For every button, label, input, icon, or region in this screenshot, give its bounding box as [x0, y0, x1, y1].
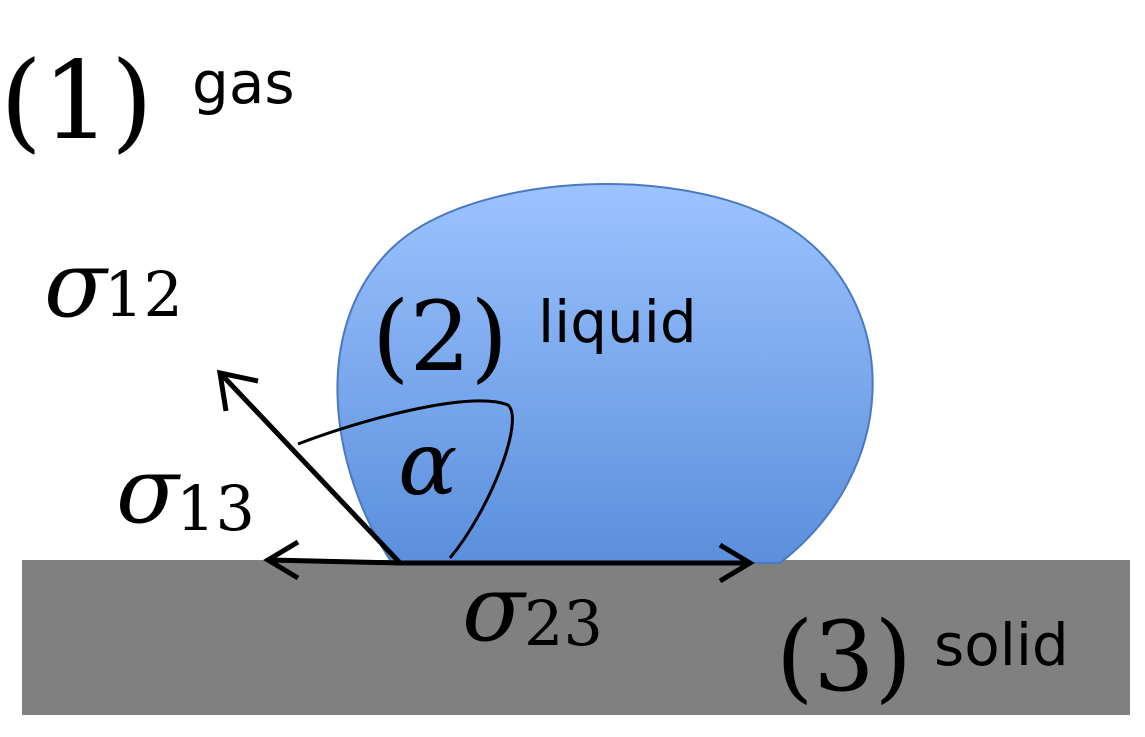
gas-phase-number: (1)	[0, 39, 153, 164]
liquid-phase-number: (2)	[372, 281, 508, 393]
contact-angle-arc	[297, 399, 514, 559]
liquid-droplet	[336, 183, 874, 564]
liquid-phase-label: liquid	[538, 288, 697, 356]
sigma13-symbol: σ	[116, 437, 181, 544]
sigma23-subscript: 23	[524, 587, 603, 660]
solid-phase-number: (3)	[776, 601, 912, 713]
sigma13-subscript: 13	[176, 472, 255, 545]
gas-phase-label: gas	[192, 49, 295, 117]
sigma12-subscript: 12	[104, 258, 183, 331]
arrow-sigma23	[400, 542, 755, 584]
sigma12-symbol: σ	[44, 231, 109, 338]
solid-phase-label: solid	[934, 611, 1069, 679]
arrow-sigma12	[216, 369, 402, 565]
contact-angle-symbol: α	[398, 412, 457, 515]
solid-substrate	[22, 560, 1130, 715]
sigma23-symbol: σ	[462, 555, 527, 662]
arrow-sigma13	[263, 539, 401, 581]
